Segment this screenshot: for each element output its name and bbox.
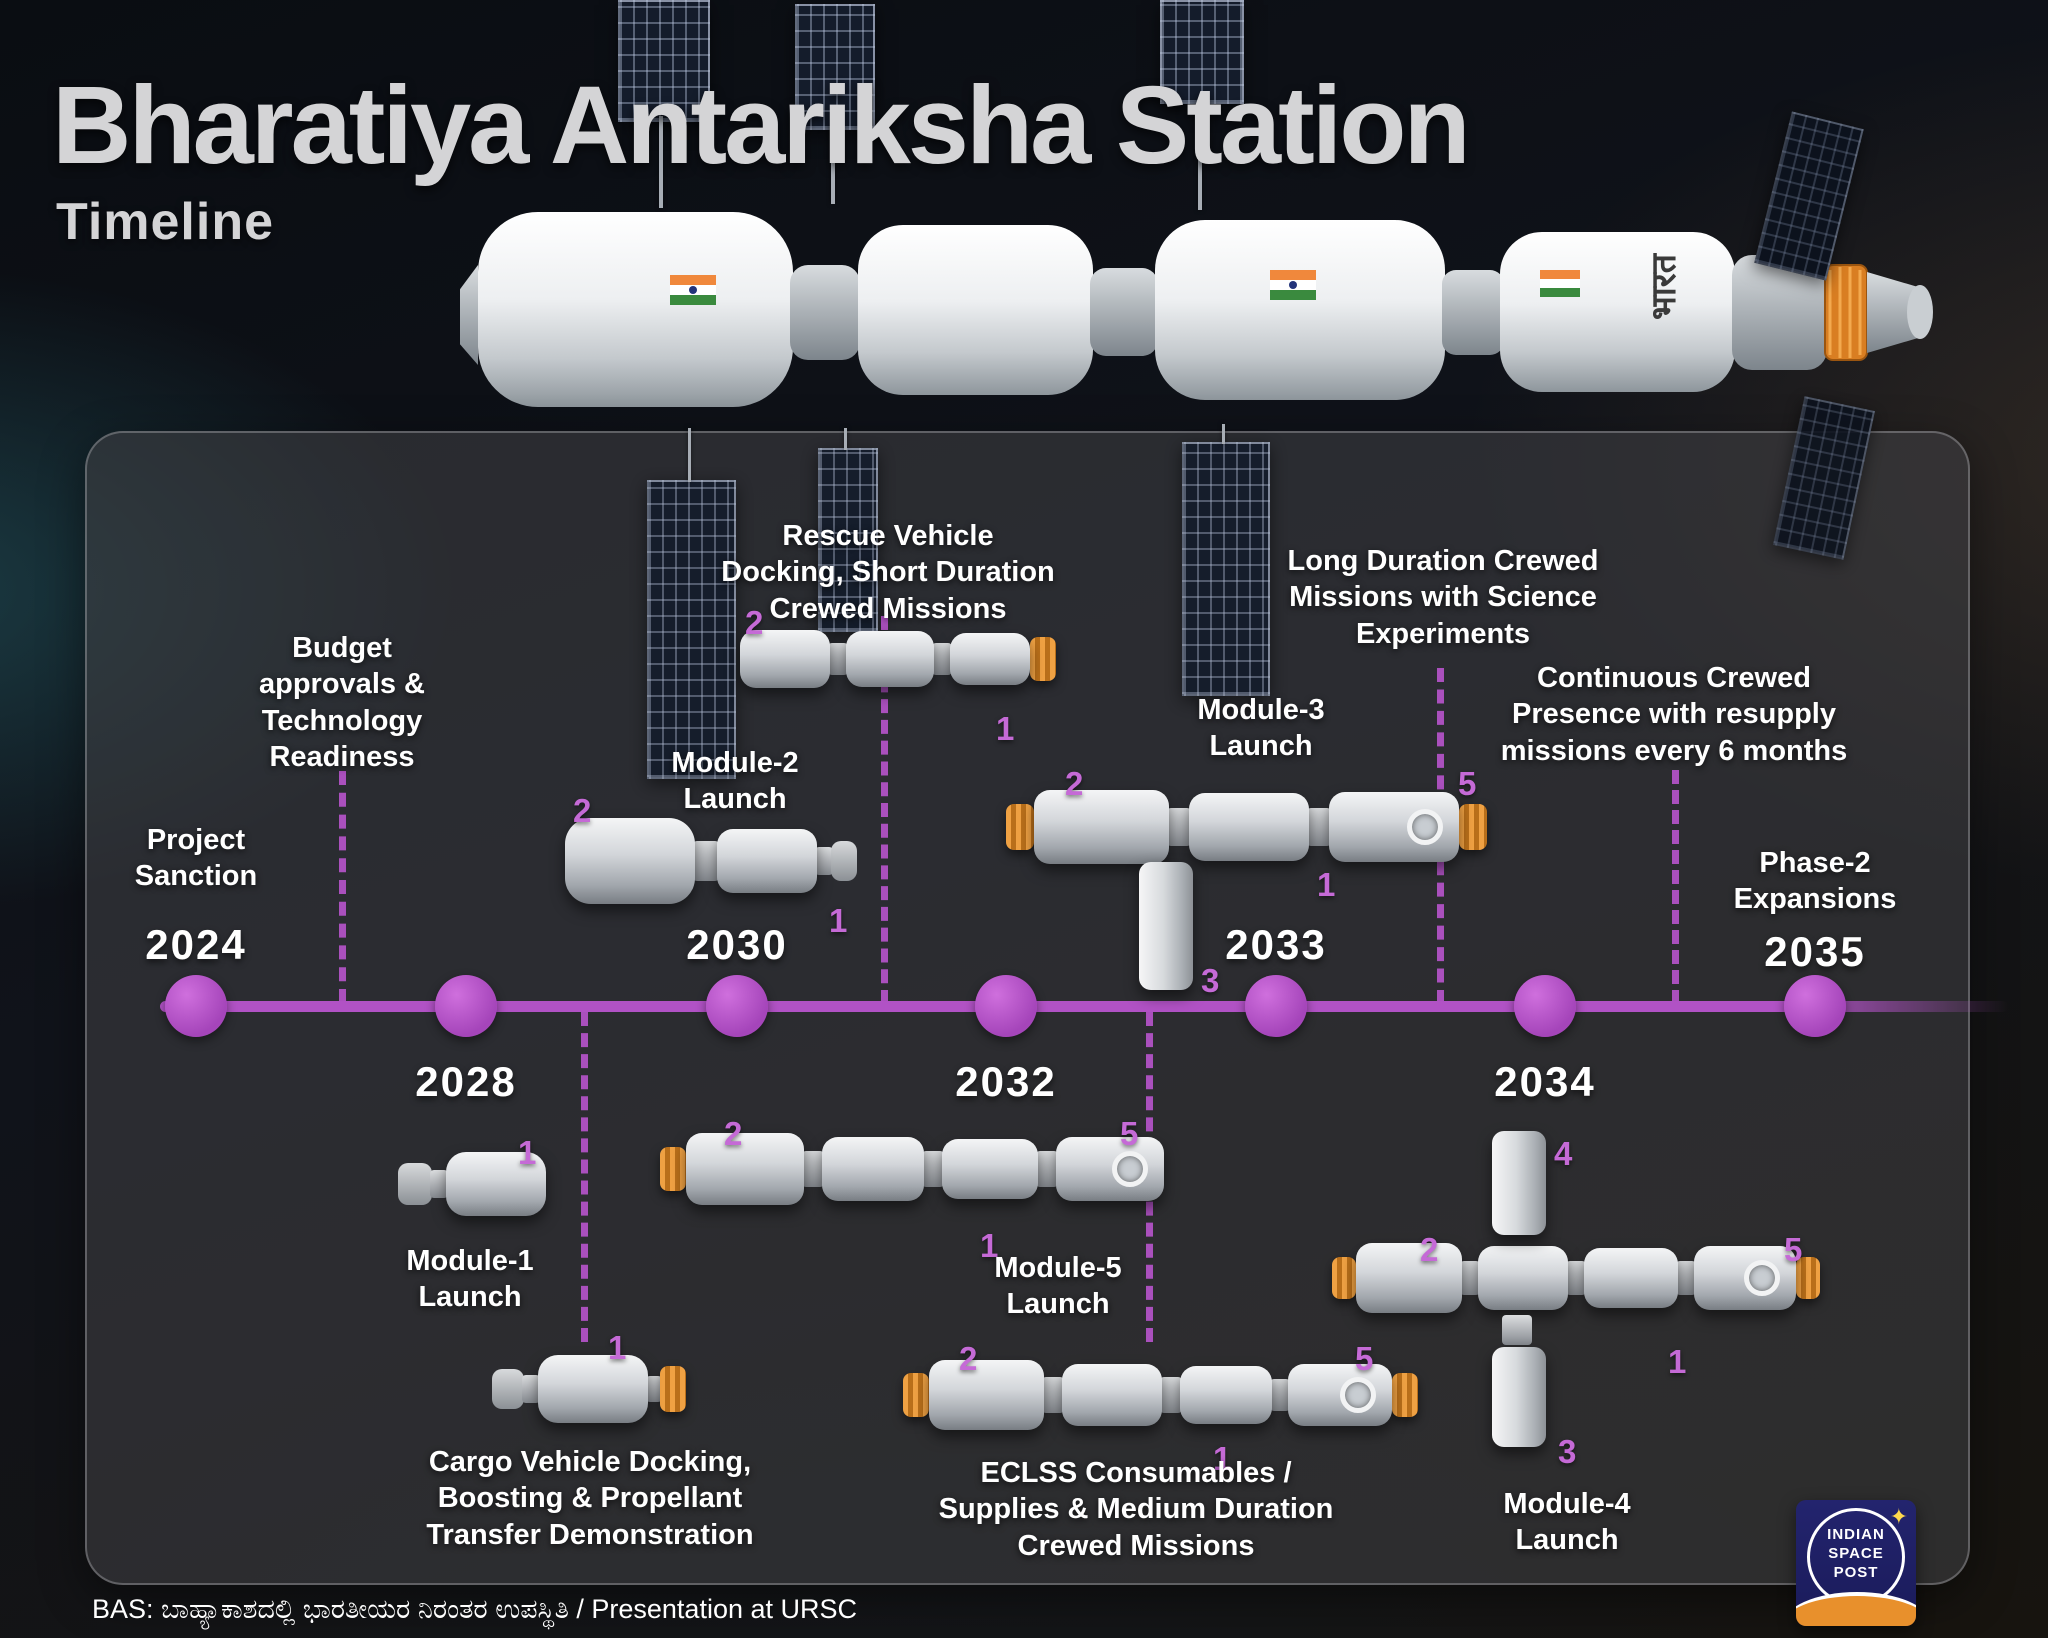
module-count-label: 2 [724, 1115, 743, 1152]
porthole [1340, 1377, 1376, 1413]
timeline-dot-2035 [1784, 975, 1846, 1037]
panel-mast [844, 428, 847, 450]
logo-text: INDIAN SPACE POST [1827, 1526, 1885, 1581]
year-label-2032: 2032 [955, 1058, 1057, 1105]
indian-flag-mark [670, 275, 716, 305]
vertical-module [1139, 862, 1193, 990]
module-count-label: 2 [1420, 1231, 1439, 1268]
event-module5-launch: Module-5 Launch [994, 1252, 1122, 1321]
timeline-dot-2024 [165, 975, 227, 1037]
page-subtitle: Timeline [56, 193, 275, 251]
solar-panel [818, 448, 878, 632]
year-label-2030: 2030 [686, 921, 788, 968]
year-label-2034: 2034 [1494, 1058, 1596, 1105]
module-count-label: 1 [608, 1329, 627, 1366]
module-count-label: 5 [1458, 765, 1477, 802]
indian-space-post-logo: ✦ INDIAN SPACE POST [1796, 1500, 1916, 1626]
module-count-label: 2 [959, 1340, 978, 1377]
sparkle-icon: ✦ [1889, 1504, 1908, 1529]
panel-mast [1198, 98, 1202, 210]
solar-panel [618, 0, 710, 122]
solar-panel [795, 4, 875, 130]
porthole [1744, 1260, 1780, 1296]
event-module4-launch: Module-4 Launch [1503, 1488, 1631, 1557]
porthole [1407, 809, 1443, 845]
module-count-label: 1 [829, 902, 848, 939]
station-module-text: भारत [1645, 252, 1683, 320]
event-module3-launch: Module-3 Launch [1197, 694, 1325, 763]
indian-flag-mark [1270, 270, 1316, 300]
event-budget-approvals: Budget approvals & Technology Readiness [259, 632, 425, 773]
milestone-dash-budget [339, 771, 346, 1003]
solar-panel [1160, 0, 1244, 104]
timeline-dot-2030 [706, 975, 768, 1037]
timeline-dot-2033 [1245, 975, 1307, 1037]
event-rescue-vehicle: Rescue Vehicle Docking, Short Duration C… [721, 520, 1055, 625]
year-label-2024: 2024 [145, 921, 247, 968]
timeline-dot-2034 [1514, 975, 1576, 1037]
module-count-label: 3 [1558, 1433, 1577, 1470]
eclss-illustration: 2 5 1 [903, 1340, 1418, 1477]
cargo-vehicle-illustration: 1 [492, 1329, 686, 1423]
vertical-module [1492, 1347, 1546, 1447]
panel-mast [1222, 424, 1225, 444]
timeline-dot-2028 [435, 975, 497, 1037]
footer-caption: BAS: ಬಾಹ್ಯಾಕಾಶದಲ್ಲಿ ಭಾರತೀಯರ ನಿರಂತರ ಉಪಸ್ಥ… [92, 1594, 858, 1624]
page-title: Bharatiya Antariksha Station [52, 64, 1471, 187]
module-count-label: 1 [1213, 1440, 1232, 1477]
module2-illustration: 2 1 [565, 792, 857, 939]
module-count-label: 2 [1065, 765, 1084, 802]
milestone-dash-rescue [881, 616, 888, 1004]
year-label-2028: 2028 [415, 1058, 517, 1105]
module-count-label: 1 [1317, 866, 1336, 903]
module-count-label: 5 [1355, 1340, 1374, 1377]
module-count-label: 2 [745, 604, 764, 641]
year-label-2035: 2035 [1764, 928, 1866, 975]
year-label-2033: 2033 [1225, 921, 1327, 968]
timeline-axis [160, 1001, 2008, 1012]
module-count-label: 5 [1784, 1231, 1803, 1268]
vertical-neck [1502, 1315, 1532, 1345]
module-count-label: 1 [980, 1227, 999, 1264]
module-count-label: 4 [1554, 1135, 1573, 1172]
event-module1-launch: Module-1 Launch [406, 1245, 534, 1314]
module-count-label: 5 [1120, 1115, 1139, 1152]
panel-mast [659, 116, 663, 208]
module-count-label: 2 [573, 792, 592, 829]
module-count-label: 1 [518, 1134, 537, 1171]
station-render: भारत [452, 170, 1960, 455]
module4-illustration: 2 4 5 1 3 [1332, 1131, 1820, 1470]
module3-illustration: 2 1 5 3 [1006, 765, 1487, 999]
module-count-label: 3 [1201, 962, 1220, 999]
solar-panel [1182, 442, 1270, 696]
indian-flag-mark [1540, 270, 1580, 297]
solar-panel [647, 480, 736, 779]
event-cargo-vehicle: Cargo Vehicle Docking, Boosting & Propel… [426, 1446, 754, 1551]
event-eclss: ECLSS Consumables / Supplies & Medium Du… [938, 1457, 1334, 1562]
vertical-module [1492, 1131, 1546, 1235]
timeline-dot-2032 [975, 975, 1037, 1037]
event-long-duration: Long Duration Crewed Missions with Scien… [1287, 545, 1599, 650]
event-module2-launch: Module-2 Launch [671, 747, 799, 816]
module-count-label: 1 [996, 710, 1015, 747]
module-count-label: 1 [1668, 1343, 1687, 1380]
module1-illustration: 1 [398, 1134, 546, 1216]
rescue-vehicle-illustration: 2 1 [740, 604, 1056, 747]
logo-planet-arc [1796, 1592, 1916, 1626]
milestone-dash-cargo [581, 1012, 588, 1342]
porthole [1112, 1151, 1148, 1187]
event-continuous-presence: Continuous Crewed Presence with resupply… [1500, 662, 1848, 767]
milestone-dash-continuous [1672, 770, 1679, 1004]
module5-illustration: 2 5 1 [660, 1115, 1164, 1264]
panel-mast [688, 428, 691, 482]
event-phase2-expansions: Phase-2 Expansions [1733, 847, 1897, 916]
panel-mast [831, 124, 835, 204]
event-project-sanction: Project Sanction [134, 824, 258, 893]
